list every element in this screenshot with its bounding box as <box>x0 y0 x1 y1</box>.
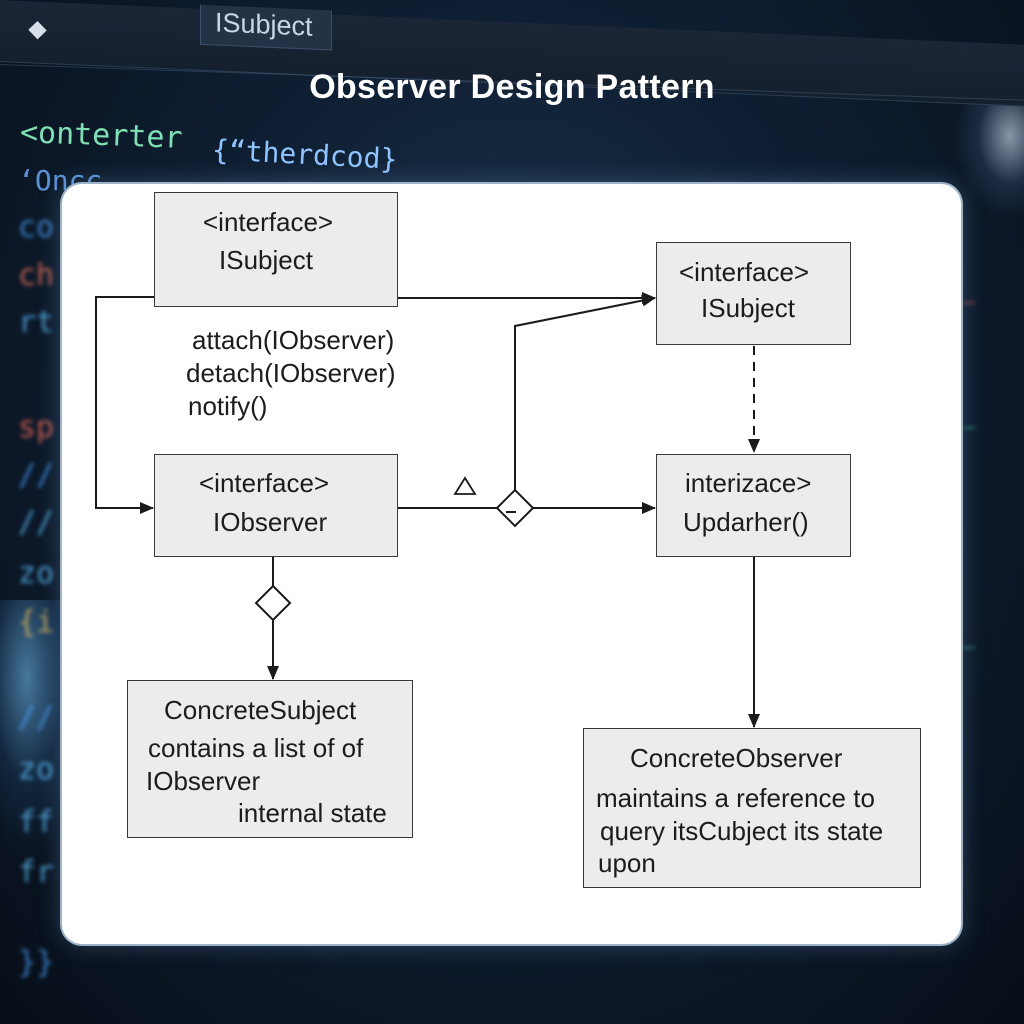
interface-name: ISubject <box>701 293 795 323</box>
class-name: ConcreteSubject <box>164 695 357 725</box>
operation-attach: attach(IObserver) <box>192 325 395 355</box>
interface-name: ISubject <box>219 245 313 275</box>
generalization-triangle-icon <box>453 476 477 495</box>
blurred-code-icon: rt <box>18 305 55 340</box>
blurred-code-icon: — <box>962 290 976 315</box>
stereotype-label: <interface> <box>203 207 334 237</box>
concrete-observer-box[interactable]: ConcreteObserver maintains a reference t… <box>583 728 921 888</box>
subject-to-observer-arrow <box>95 296 154 514</box>
diamond-to-subject-arrow <box>514 294 656 490</box>
blurred-code-icon: zo <box>18 556 55 591</box>
blurred-code-icon: fr <box>18 855 55 890</box>
operation-notify: notify() <box>188 391 268 421</box>
isubject-interface-box-right[interactable]: <interface> ISubject <box>656 242 851 345</box>
blurred-code-icon: // <box>18 505 55 540</box>
method-name: Updarher() <box>683 507 809 537</box>
blurred-code-icon: ff <box>18 805 55 840</box>
class-description: contains a list of of <box>148 733 364 763</box>
subject-operations: attach(IObserver) detach(IObserver) noti… <box>186 324 396 423</box>
class-description: maintains a reference to <box>596 783 875 813</box>
stereotype-label: <interface> <box>679 257 810 287</box>
blurred-code-icon: zo <box>18 752 55 787</box>
blurred-code-icon: sp <box>18 410 55 445</box>
class-name: ConcreteObserver <box>630 743 843 773</box>
concrete-subject-box[interactable]: ConcreteSubject contains a list of of IO… <box>127 680 413 838</box>
blurred-code-icon: ch <box>18 258 55 293</box>
blurred-code-icon: // <box>18 458 55 493</box>
interface-name: IObserver <box>213 507 328 537</box>
isubject-interface-box[interactable]: <interface> ISubject <box>154 192 398 307</box>
blurred-code-icon: // <box>18 700 55 735</box>
operation-detach: detach(IObserver) <box>186 358 396 388</box>
observer-diamond-icon <box>254 584 292 622</box>
blurred-code-icon: {i <box>18 605 55 640</box>
stereotype-label: interizace> <box>685 468 812 498</box>
blurred-code-icon: co <box>18 210 55 245</box>
class-description: internal state <box>238 798 387 828</box>
iobserver-interface-box[interactable]: <interface> IObserver <box>154 454 398 557</box>
page-title: Observer Design Pattern <box>309 68 715 106</box>
blurred-code-icon: — <box>962 635 976 660</box>
class-description: query itsCubject its state <box>600 816 884 846</box>
blurred-code-icon: — <box>962 415 976 440</box>
class-description: IObserver <box>146 766 261 796</box>
stereotype-label: <interface> <box>199 468 330 498</box>
class-description: upon <box>598 848 656 878</box>
aggregation-diamond-icon <box>495 488 535 528</box>
blurred-code-icon: }} <box>18 945 55 980</box>
